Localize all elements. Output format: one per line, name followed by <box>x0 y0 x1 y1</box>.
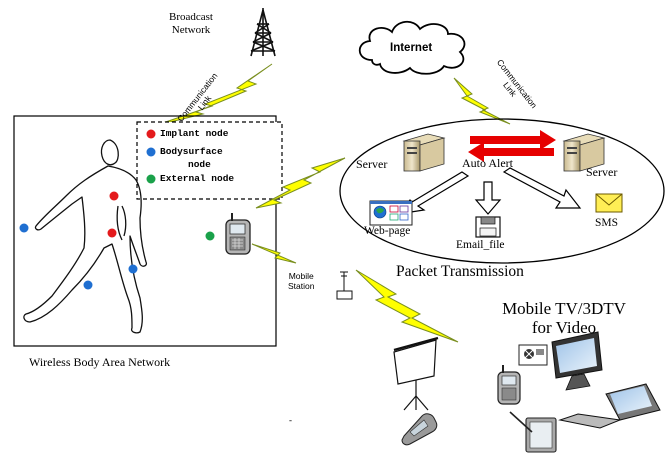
flip-phone-icon <box>401 413 438 446</box>
legend-external-dot <box>146 174 156 184</box>
mobile-station-antenna-icon <box>336 271 353 300</box>
mobile-tv-line1: Mobile TV/3DTV <box>502 299 626 318</box>
auto-alert-text: Auto Alert <box>462 156 513 170</box>
body-area-box <box>13 115 277 347</box>
lightning-link-icon <box>453 77 511 125</box>
internet-label: Internet <box>390 42 433 55</box>
email-file-icon <box>475 216 501 238</box>
auto-alert-arrows <box>468 130 556 162</box>
laptop-icon <box>558 383 661 429</box>
server-icon <box>562 133 606 172</box>
stray-mark-text: - <box>289 415 292 425</box>
mobile-station-line1: Mobile <box>288 271 314 281</box>
mobile-phone-icon <box>497 365 521 405</box>
broadcast-network-label: Broadcast Network <box>158 12 224 36</box>
broadcast-line2: Network <box>171 24 211 36</box>
server-icon <box>402 133 446 172</box>
legend-bodysurface-text: Bodysurface <box>160 146 223 157</box>
bodysurface-node <box>83 280 93 290</box>
camera-monitor-icon <box>518 344 548 366</box>
legend-bodysurface-text-2: node <box>188 158 211 170</box>
legend-bodysurface-dot <box>146 147 156 157</box>
web-page-text: Web-page <box>364 225 411 237</box>
sms-label: SMS <box>595 217 619 230</box>
human-body-outline <box>23 139 148 334</box>
broadcast-line1: Broadcast <box>169 11 213 23</box>
packet-transmission-ellipse <box>339 118 665 264</box>
mobile-station-line2: Station <box>288 280 315 291</box>
server-right-label: Server <box>586 166 617 178</box>
legend-implant-text: Implant node <box>160 128 229 139</box>
legend-box <box>136 121 283 200</box>
lightning-link-icon <box>355 269 459 343</box>
server-left-label: Server <box>356 158 387 170</box>
monitor-icon <box>551 331 603 391</box>
server-left-text: Server <box>356 157 388 171</box>
legend-external-text: External node <box>160 173 235 184</box>
mobile-tv-label: Mobile TV/3DTV for Video <box>464 300 664 336</box>
projector-screen-icon <box>393 336 439 411</box>
sms-envelope-icon <box>595 193 623 213</box>
mobile-station-label: Mobile Station <box>288 272 314 290</box>
lightning-link-icon <box>255 157 346 209</box>
server-right-text: Server <box>586 165 618 179</box>
broadcast-tower-icon <box>250 8 276 57</box>
email-file-label: Email_file <box>456 239 505 252</box>
implant-node <box>107 228 117 238</box>
sms-text: SMS <box>595 217 619 229</box>
mobile-phone-icon <box>225 213 251 255</box>
web-page-icon <box>369 200 413 226</box>
bodysurface-node <box>19 223 29 233</box>
external-node <box>205 231 215 241</box>
web-page-label: Web-page <box>364 225 411 238</box>
legend-bodysurface-label: Bodysurface node <box>160 147 223 169</box>
packet-transmission-label: Packet Transmission <box>396 264 524 280</box>
legend-implant-dot <box>146 129 156 139</box>
packet-transmission-text: Packet Transmission <box>396 263 524 280</box>
wban-caption-text: Wireless Body Area Network <box>29 355 171 369</box>
internet-cloud-icon <box>358 20 466 75</box>
tablet-icon <box>509 411 557 453</box>
legend-implant-label: Implant node <box>160 129 228 139</box>
lightning-link-icon <box>251 243 297 264</box>
legend-external-label: External node <box>160 174 234 184</box>
auto-alert-label: Auto Alert <box>462 157 513 169</box>
wban-caption: Wireless Body Area Network <box>29 356 170 368</box>
bodysurface-node <box>128 264 138 274</box>
stray-mark: - <box>289 416 292 425</box>
mobile-tv-line2: for Video <box>531 318 597 337</box>
implant-node <box>109 191 119 201</box>
internet-text: Internet <box>390 42 433 54</box>
email-file-text: Email_file <box>456 239 505 251</box>
distribution-arrows <box>396 167 582 215</box>
